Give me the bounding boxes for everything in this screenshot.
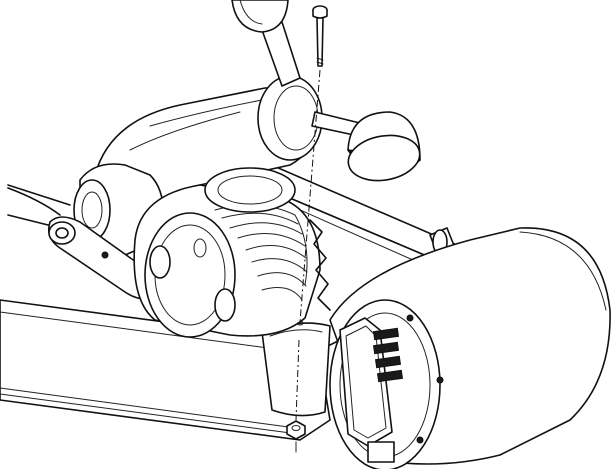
sensor-arm-icon	[7, 21, 373, 241]
sensor-housing-icon	[329, 227, 611, 469]
screw-icon	[312, 5, 328, 67]
rotor-assembly-icon	[133, 167, 331, 338]
wind-cup-icon	[231, 0, 289, 33]
assembly-centerline	[299, 69, 321, 323]
wind-cup-icon	[347, 111, 421, 182]
nut-icon	[286, 420, 306, 453]
assembly-centerline-lower	[295, 339, 300, 421]
